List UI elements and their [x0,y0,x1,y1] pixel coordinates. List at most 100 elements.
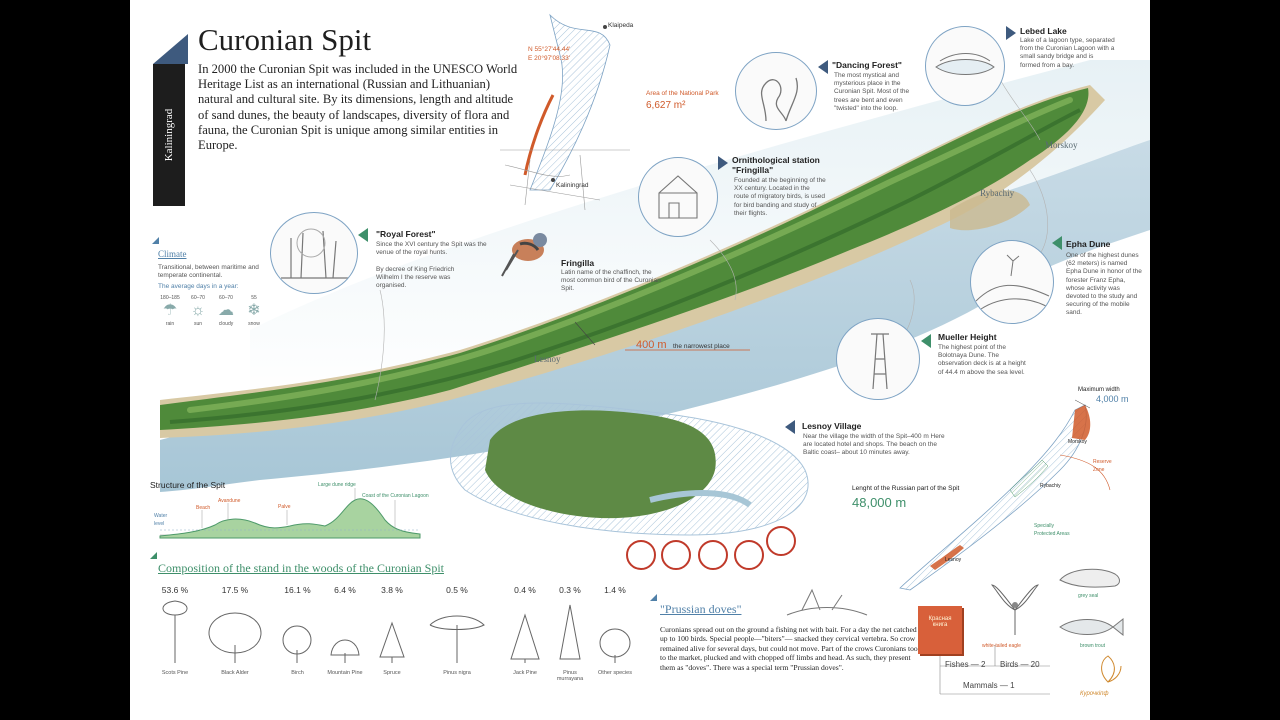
signature: Курочкіпф [1080,691,1109,697]
mueller-marker [921,334,931,348]
tree-item: 53.6 % Scots Pine [150,585,200,676]
climate-days-title: The average days in a year: [158,283,239,290]
lebed-lake-marker [1006,26,1016,40]
tree-pct: 16.1 % [284,585,311,595]
climate-snow-label: snow [248,321,260,328]
climate-items: 180–185 ☂ rain 60–70 ☼ sun 60–70 ☁ cloud… [156,294,276,338]
mammals-count: Mammals — 1 [963,681,1015,690]
prohibition-signs [626,526,796,570]
tree-pct: 1.4 % [604,585,626,595]
firebird-logo [1101,655,1122,683]
cloud-icon: ☁ [218,302,234,320]
birds-count: Birds — 20 [1000,660,1040,669]
climate-title: Climate [158,249,187,259]
royal-forest-marker [358,228,368,242]
pine-tree-icon [162,600,188,663]
composition-list: 53.6 % Scots Pine 17.5 % Black Alder 16.… [150,585,632,695]
structure-title: Structure of the Spit [150,480,226,490]
place-morskoy: Morskoy [1045,140,1078,150]
lebed-lake-circle [925,26,1005,106]
narrowest-value: 400 m [636,339,667,351]
snow-icon: ❄ [247,302,261,320]
no-fire-icon [626,540,656,570]
trout-icon [1059,617,1124,637]
climate-cloudy-label: cloudy [218,321,234,328]
trout-label: brown trout [1080,643,1106,649]
other-tree-icon [599,628,631,663]
fringilla-text: Latin name of the chaffinch, the most co… [561,269,661,293]
seal-label: grey seal [1078,593,1099,599]
place-rybachiy: Rybachiy [980,188,1015,198]
lesnoy-village-title: Lesnoy Village [802,421,862,431]
structure-water: Water level [154,513,168,528]
area-label: Area of the National Park [646,90,719,97]
tree-item: 0.4 % Jack Pine [505,585,545,676]
no-walking-icon [766,526,796,556]
tree-label: Birch [291,670,304,676]
lodgepole-pine-icon [559,604,581,660]
tree-pct: 6.4 % [334,585,356,595]
epha-dune-text: One of the highest dunes (62 meters) is … [1066,252,1142,317]
structure-avandune: Avandune [218,498,241,504]
tree-label: Black Alder [221,670,249,676]
lebed-lake-title: Lebed Lake [1020,26,1067,36]
climate-sun-label: sun [193,321,203,328]
chaffinch-bird-icon [501,233,547,277]
tree-pct: 53.6 % [161,585,189,595]
alder-tree-icon [208,612,262,663]
spit-forest [160,88,1089,430]
ornithological-circle [638,157,718,237]
twisted-tree-sketch [760,77,798,122]
map-morskoy: Morskoy [1068,439,1087,445]
climate-rain-label: rain [165,321,175,328]
tree-label: Scots Pine [161,670,189,676]
ornithological-text: Founded at the beginning of the XX centu… [734,177,826,217]
sun-icon: ☼ [190,302,206,320]
spit-forest-light [187,97,1073,413]
length-label: Lenght of the Russian part of the Spit [852,485,960,492]
map-reserve: Reserve Zone [1093,459,1112,474]
tree-label: Other species [598,670,632,676]
mueller-title: Mueller Height [938,332,997,342]
map-protected: Specially Protected Areas [1034,523,1070,538]
lesnoy-island [485,410,716,519]
royal-forest-sketch [281,228,351,279]
tree-item: 3.8 % Spruce [372,585,412,676]
lesnoy-island-water [649,490,752,508]
fringilla-title: Fringilla [561,258,595,268]
tree-pct: 0.4 % [514,585,536,595]
fishes-count: Fishes — 2 [945,660,986,669]
ornithological-marker [718,156,728,170]
dancing-forest-circle [735,52,817,130]
lesnoy-village-text: Near the village the width of the Spit–4… [803,433,945,457]
epha-dune-title: Epha Dune [1066,239,1111,249]
intro-text: In 2000 the Curonian Spit was included i… [198,62,518,153]
red-book-box [939,645,1050,695]
coord-n: N 55°27'44.44' [528,46,571,53]
page-title: Curonian Spit [198,22,372,57]
tree-item: 6.4 % Mountain Pine [325,585,365,676]
place-lesnoy: Lesnoy [534,354,561,364]
tower-sketch [871,333,889,390]
tree-label: Jack Pine [513,670,537,676]
tree-item: 1.4 % Other species [595,585,635,676]
poster: Kaliningrad Curonian Spit In 2000 the Cu… [130,0,1150,720]
locator-map [500,13,630,211]
max-width-value: 4,000 m [1096,394,1129,404]
tree-label: Spruce [383,670,401,676]
red-book-icon: Красная книга [918,606,962,654]
dancing-forest-marker [818,60,828,74]
structure-beach: Beach [196,505,211,511]
mueller-text: The highest point of the Bolotnaya Dune.… [938,344,1026,376]
mountain-pine-icon [330,639,360,663]
tree-item: 16.1 % Birch [275,585,320,676]
tree-pct: 17.5 % [221,585,249,595]
tree-label: Pinus murrayana [556,670,584,682]
tree-label: Pinus nigra [443,670,471,676]
max-width-label: Maximum width [1078,387,1120,393]
map-rybachiy: Rybachiy [1040,483,1061,489]
composition-title: Composition of the stand in the woods of… [158,561,444,575]
tree-pct: 0.5 % [446,585,468,595]
dancing-forest-text: The most mystical and mysterious place i… [834,72,910,112]
landscape-illustration [159,13,1150,695]
